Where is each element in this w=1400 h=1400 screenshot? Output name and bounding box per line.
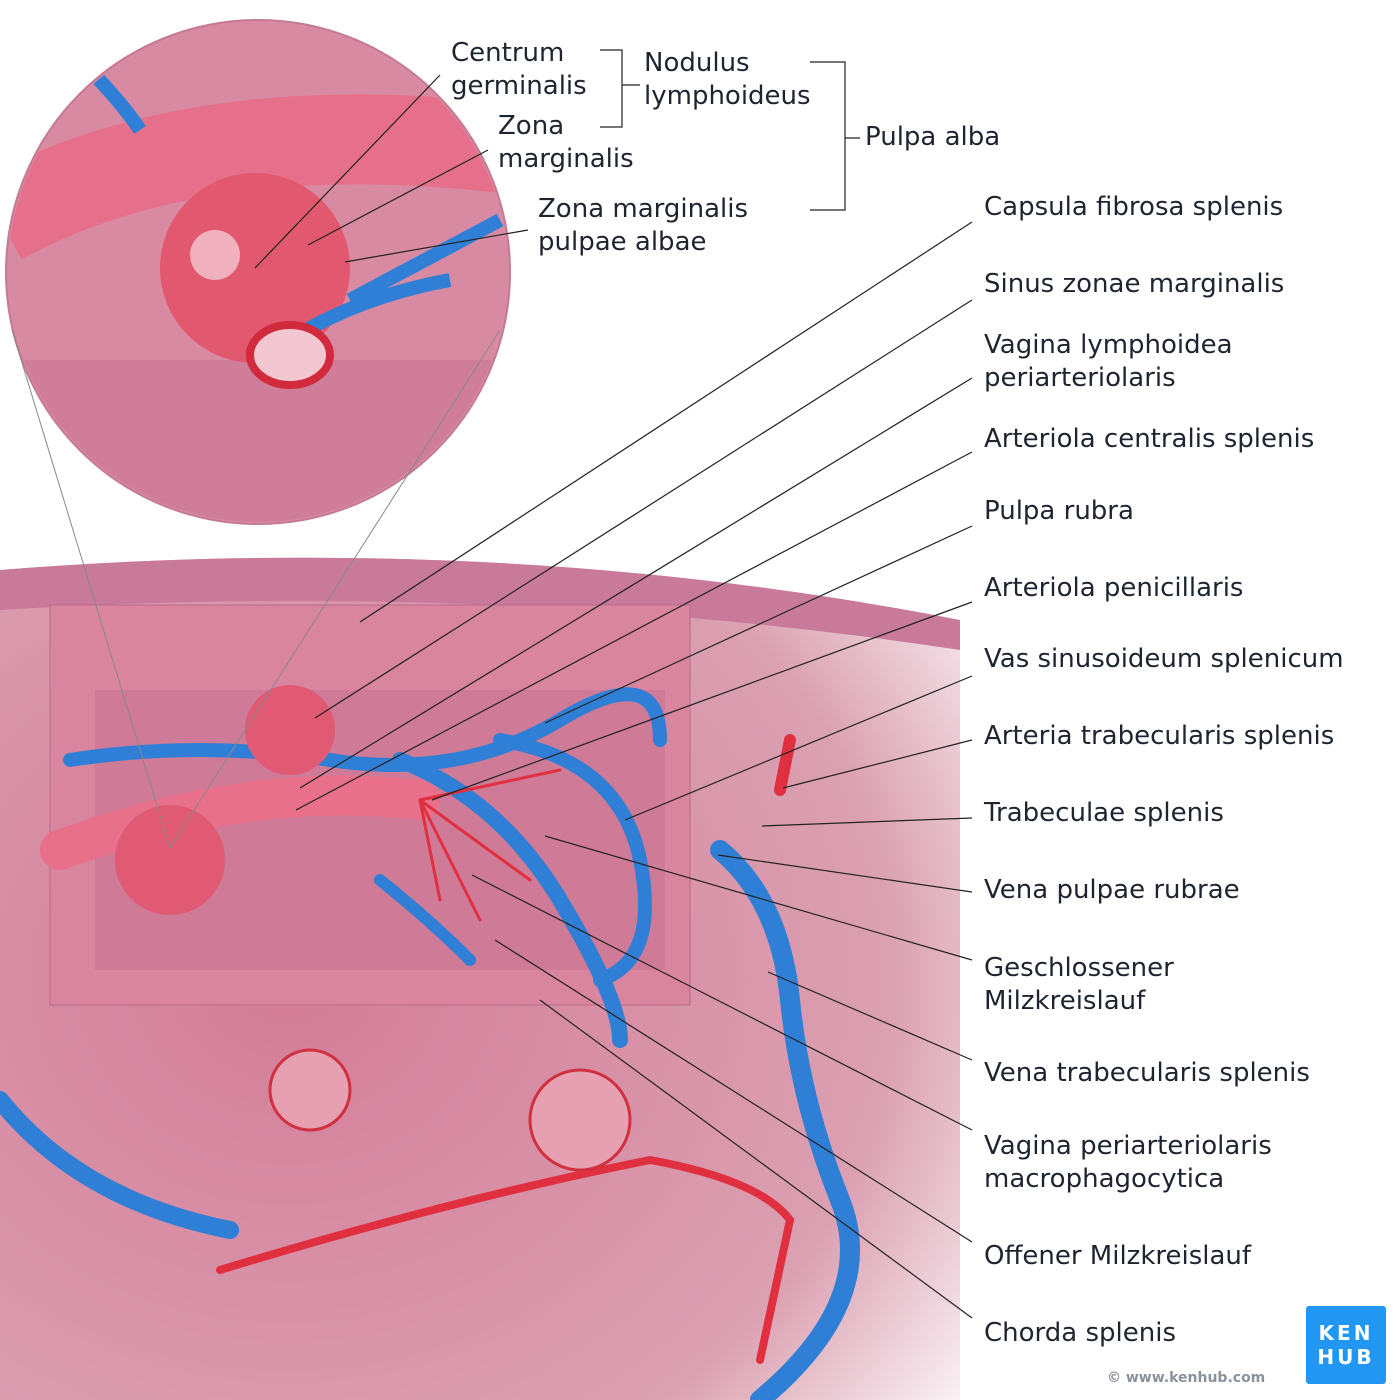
label-line: Vagina lymphoidea [984, 330, 1233, 360]
label-line: macrophagocytica [984, 1164, 1225, 1194]
tissue-block [0, 557, 960, 1400]
label-line: periarteriolaris [984, 363, 1176, 393]
label-vas-sinusoideum: Vas sinusoideum splenicum [984, 644, 1344, 674]
label-arteria-trabecularis: Arteria trabecularis splenis [984, 721, 1335, 751]
label-trabeculae: Trabeculae splenis [984, 798, 1224, 828]
copyright: © www.kenhub.com [1107, 1370, 1266, 1386]
label-line: Geschlossener [984, 953, 1174, 983]
label-line: pulpae albae [538, 227, 707, 257]
label-line: Zona [498, 111, 565, 141]
label-arteriola-centralis: Arteriola centralis splenis [984, 424, 1315, 454]
label-pulpa-alba: Pulpa alba [865, 122, 1001, 152]
magnifier [5, 19, 511, 849]
label-vena-pulpae: Vena pulpae rubrae [984, 875, 1240, 905]
label-line: Milzkreislauf [984, 986, 1146, 1016]
label-line: marginalis [498, 144, 634, 174]
leader-lines [254, 49, 973, 1319]
label-line: Zona marginalis [538, 194, 749, 224]
label-vena-trabecularis: Vena trabecularis splenis [984, 1058, 1310, 1088]
logo-line: HUB [1317, 1345, 1375, 1369]
arteries [40, 734, 796, 1364]
label-chorda: Chorda splenis [984, 1318, 1176, 1348]
label-line: Nodulus [644, 48, 750, 78]
label-line: Centrum [451, 38, 565, 68]
label-line: lymphoideus [644, 81, 811, 111]
label-arteriola-penicillaris: Arteriola penicillaris [984, 573, 1244, 603]
nodules [115, 685, 632, 1172]
label-line: germinalis [451, 71, 587, 101]
logo-line: KEN [1318, 1321, 1374, 1345]
label-capsula: Capsula fibrosa splenis [984, 192, 1284, 222]
label-line: Vagina periarteriolaris [984, 1131, 1272, 1161]
label-sinus: Sinus zonae marginalis [984, 269, 1285, 299]
veins [0, 687, 860, 1400]
label-offener: Offener Milzkreislauf [984, 1241, 1252, 1271]
label-pulpa-rubra: Pulpa rubra [984, 496, 1134, 526]
